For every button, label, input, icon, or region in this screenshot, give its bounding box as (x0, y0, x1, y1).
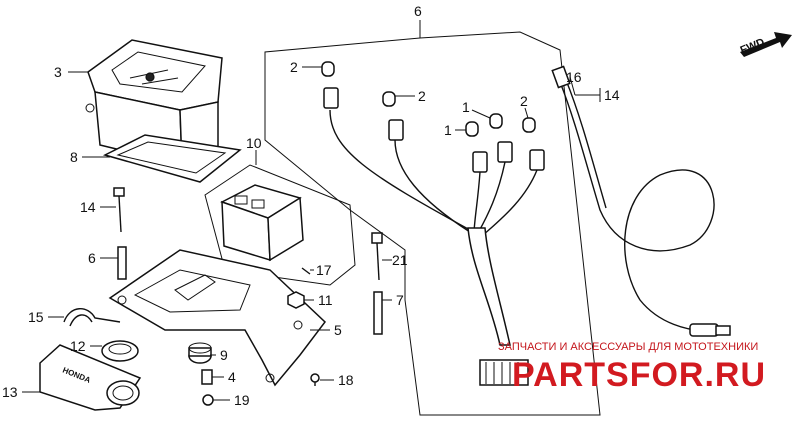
callout-2-top: 2 (290, 59, 298, 75)
bulb-1-lower (465, 121, 479, 137)
speedometer-cable (551, 65, 731, 337)
callout-14: 14 (604, 87, 620, 103)
callout-19: 18 (338, 372, 354, 388)
callout-12: 12 (70, 338, 86, 354)
callout-17: 15 (28, 309, 44, 325)
bulb-socket-3 (529, 149, 545, 171)
collar-6-left (117, 246, 127, 280)
nut-20 (202, 394, 214, 406)
callout-6-right: 7 (396, 292, 404, 308)
callout-1-upper: 1 (462, 99, 470, 115)
grommet-12 (101, 340, 139, 362)
bulb-socket-2 (497, 141, 513, 163)
callout-20: 19 (234, 392, 250, 408)
bulb-socket-left-lower (388, 119, 404, 141)
bulb-1-upper (489, 113, 503, 129)
bulb-2-mid (382, 91, 396, 107)
callout-21: 21 (392, 252, 408, 268)
bulb-2-right (522, 117, 536, 133)
callout-7: 6 (414, 3, 422, 19)
callout-2-right: 2 (520, 93, 528, 109)
watermark-tagline: ЗАПЧАСТИ И АКСЕССУАРЫ ДЛЯ МОТОТЕХНИКИ (498, 341, 758, 353)
meter-cover: HONDA (39, 344, 142, 411)
wire-harness (329, 109, 538, 386)
bolt-16 (113, 187, 125, 233)
collar-4 (201, 369, 213, 385)
grommet-9 (188, 342, 212, 364)
meter-bracket (108, 249, 327, 387)
harness-group-outline (264, 31, 601, 416)
callout-4: 4 (228, 369, 236, 385)
callout-3: 3 (54, 64, 62, 80)
bolt-21 (371, 232, 383, 281)
callout-5: 5 (334, 322, 342, 338)
indicator-panel (220, 184, 311, 275)
callout-1-lower: 1 (444, 122, 452, 138)
bulb-socket-1 (472, 151, 488, 173)
callout-15: 16 (566, 69, 582, 85)
forward-arrow-icon: FWD (739, 32, 792, 57)
bulb-socket-left-upper (323, 87, 339, 109)
watermark-logo-text: PARTSFOR.RU (512, 356, 766, 394)
callout-13: 13 (2, 384, 18, 400)
fwd-label: FWD (739, 36, 767, 57)
meter-gasket (102, 134, 242, 183)
nut-11 (287, 291, 305, 309)
callout-2-mid: 2 (418, 88, 426, 104)
watermark: ЗАПЧАСТИ И АКСЕССУАРЫ ДЛЯ МОТОТЕХНИКИ PA… (498, 341, 766, 394)
screw-19 (310, 373, 320, 386)
callout-8: 8 (70, 149, 78, 165)
collar-6-right (373, 291, 383, 335)
callout-9: 9 (220, 347, 228, 363)
clip-17 (63, 308, 121, 327)
callout-16: 14 (80, 199, 96, 215)
callout-18: 17 (316, 262, 332, 278)
callout-6-left: 6 (88, 250, 96, 266)
bulb-2-top (321, 61, 335, 77)
callout-10: 10 (246, 135, 262, 151)
callout-11: 11 (318, 292, 333, 308)
